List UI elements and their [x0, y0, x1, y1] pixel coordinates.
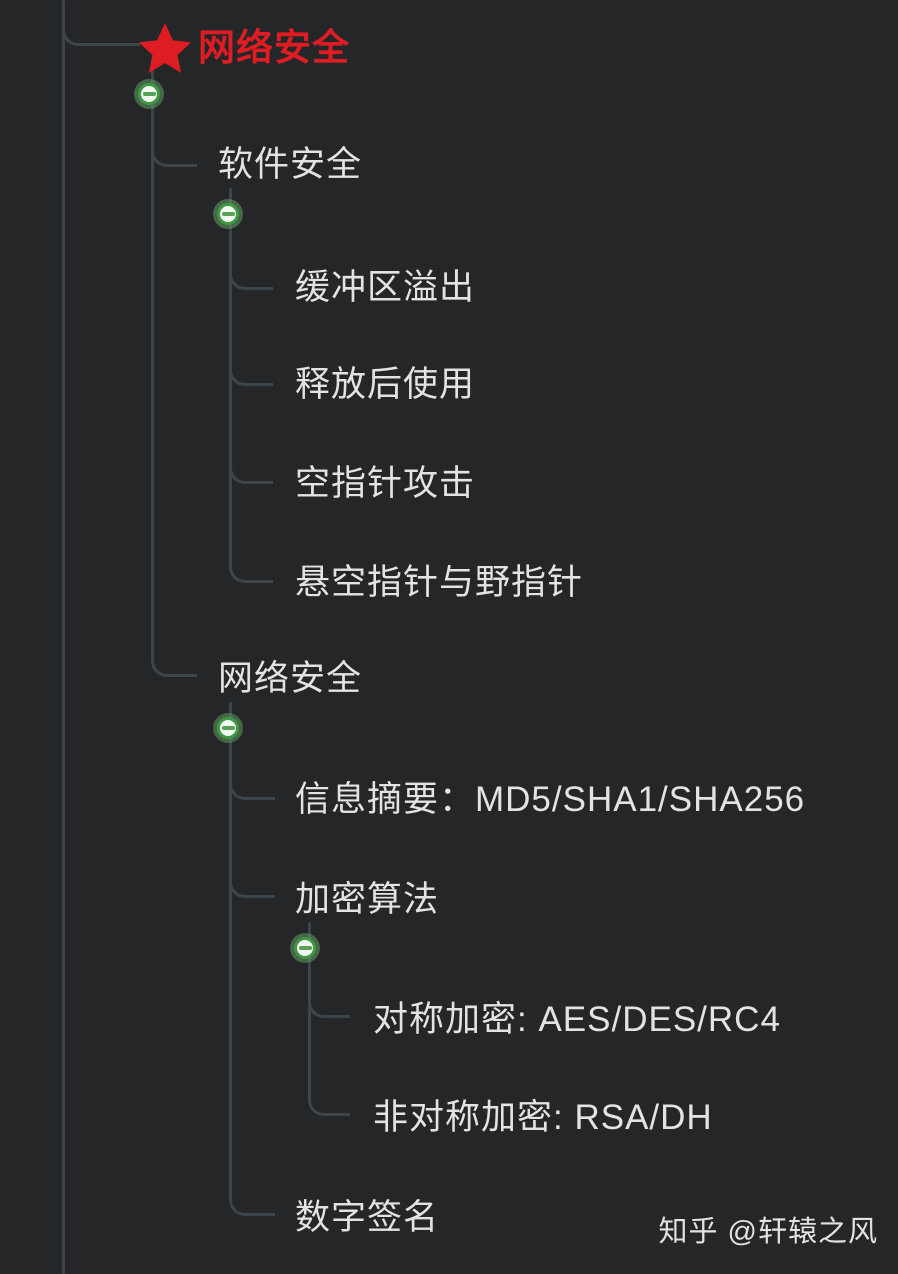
node-symmetric-encryption[interactable]: 对称加密: AES/DES/RC4 [373, 1000, 781, 1039]
connector-software-security-elbow [151, 137, 197, 167]
connector-dangling-pointer-elbow [229, 553, 273, 583]
collapse-button-encryption[interactable] [294, 937, 316, 959]
node-encryption-algorithm[interactable]: 加密算法 [295, 880, 440, 919]
node-buffer-overflow[interactable]: 缓冲区溢出 [295, 268, 476, 307]
minus-icon [221, 726, 235, 730]
node-use-after-free[interactable]: 释放后使用 [295, 365, 476, 404]
node-root[interactable]: 网络安全 [198, 27, 350, 68]
connector-digest-elbow [229, 770, 275, 800]
watermark: 知乎 @轩辕之风 [658, 1216, 878, 1248]
collapse-button-network-security[interactable] [217, 717, 239, 739]
node-null-pointer-attack[interactable]: 空指针攻击 [295, 464, 476, 503]
node-software-security[interactable]: 软件安全 [218, 145, 363, 184]
connector-encryption-children-line [308, 922, 311, 1102]
connector-network-children-line [229, 702, 232, 1202]
node-dangling-wild-pointer[interactable]: 悬空指针与野指针 [295, 563, 584, 602]
node-network-security[interactable]: 网络安全 [218, 659, 363, 698]
connector-encryption-elbow [229, 868, 275, 898]
node-message-digest[interactable]: 信息摘要：MD5/SHA1/SHA256 [295, 780, 806, 819]
connector-symmetric-elbow [308, 988, 350, 1018]
collapse-button-software-security[interactable] [217, 203, 239, 225]
collapse-button-root[interactable] [138, 83, 160, 105]
connector-null-pointer-elbow [229, 454, 273, 484]
connector-network-security-elbow [151, 647, 197, 677]
connector-buffer-overflow-elbow [229, 260, 273, 290]
connector-root-elbow [62, 16, 140, 46]
connector-root-children-line [151, 58, 154, 650]
minus-icon [298, 946, 312, 950]
connector-use-after-free-elbow [229, 356, 273, 386]
minus-icon [221, 212, 235, 216]
connector-trunk-vertical [62, 0, 65, 1274]
node-digital-signature[interactable]: 数字签名 [295, 1198, 440, 1237]
node-asymmetric-encryption[interactable]: 非对称加密: RSA/DH [373, 1098, 713, 1137]
connector-asymmetric-elbow [308, 1086, 350, 1116]
star-icon [139, 23, 191, 73]
connector-signature-elbow [229, 1186, 275, 1216]
minus-icon [142, 92, 156, 96]
